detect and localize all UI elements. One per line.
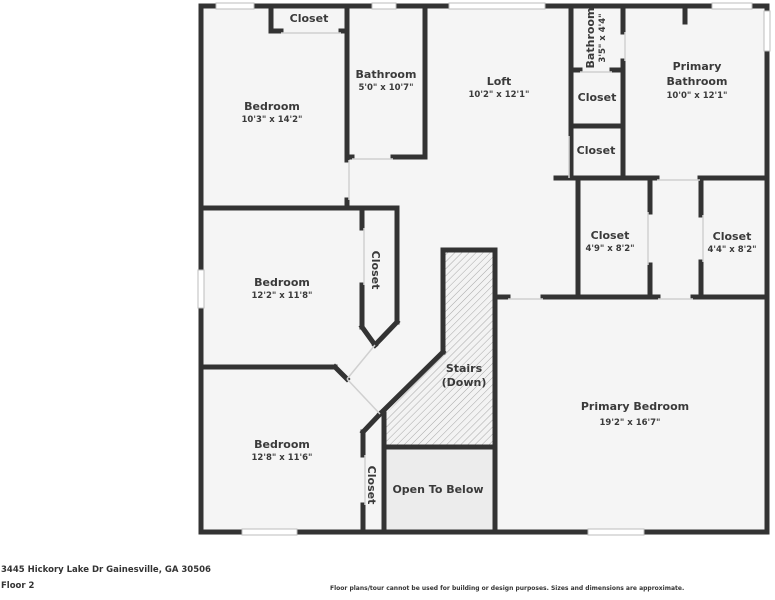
room-labels: Bedroom 10'3" x 14'2" Closet Bathroom 5'… <box>242 8 757 505</box>
room-label-loft: Loft <box>487 75 512 88</box>
open-to-below-area <box>384 449 494 531</box>
room-label-open-to-below: Open To Below <box>392 483 483 496</box>
windows <box>197 2 771 536</box>
room-label-primary-bathroom-line2: Bathroom <box>667 75 728 88</box>
room-label-primary-bathroom-line1: Primary <box>673 60 722 73</box>
room-dims-primary-bathroom: 10'0" x 12'1" <box>667 91 728 101</box>
room-label-stairs-line1: Stairs <box>446 362 483 375</box>
openings <box>281 32 704 505</box>
room-dims-closet-walkin-1: 4'9" x 8'2" <box>585 244 634 254</box>
room-label-bedroom-3: Bedroom <box>254 438 310 451</box>
room-label-closet-top: Closet <box>290 12 329 25</box>
room-label-closet-mid-1: Closet <box>578 91 617 104</box>
room-label-stairs-line2: (Down) <box>442 376 487 389</box>
room-label-closet-bedroom-3: Closet <box>365 466 378 505</box>
room-dims-closet-walkin-2: 4'4" x 8'2" <box>707 245 756 255</box>
room-label-bedroom-1: Bedroom <box>244 100 300 113</box>
room-dims-bedroom-3: 12'8" x 11'6" <box>252 453 313 463</box>
room-dims-loft: 10'2" x 12'1" <box>469 90 530 100</box>
room-label-bathroom-1: Bathroom <box>356 68 417 81</box>
property-address: 3445 Hickory Lake Dr Gainesville, GA 305… <box>1 565 211 575</box>
room-dims-bathroom-1: 5'0" x 10'7" <box>358 83 413 93</box>
room-label-closet-walkin-1: Closet <box>591 229 630 242</box>
room-dims-bedroom-2: 12'2" x 11'8" <box>252 291 313 301</box>
room-label-bedroom-2: Bedroom <box>254 276 310 289</box>
room-label-primary-bedroom: Primary Bedroom <box>581 400 689 413</box>
room-label-closet-mid-2: Closet <box>577 144 616 157</box>
room-label-closet-walkin-2: Closet <box>713 230 752 243</box>
disclaimer: Floor plans/tour cannot be used for buil… <box>330 585 685 592</box>
room-label-closet-bedroom-2: Closet <box>369 251 382 290</box>
walls <box>198 3 770 535</box>
room-dims-bedroom-1: 10'3" x 14'2" <box>242 115 303 125</box>
floor-label: Floor 2 <box>1 581 35 591</box>
stairs-area <box>384 250 495 447</box>
room-dims-primary-bedroom: 19'2" x 16'7" <box>600 418 661 428</box>
room-dims-bathroom-small: 3'5" x 4'4" <box>598 13 608 62</box>
room-label-bathroom-small: Bathroom <box>584 8 597 69</box>
